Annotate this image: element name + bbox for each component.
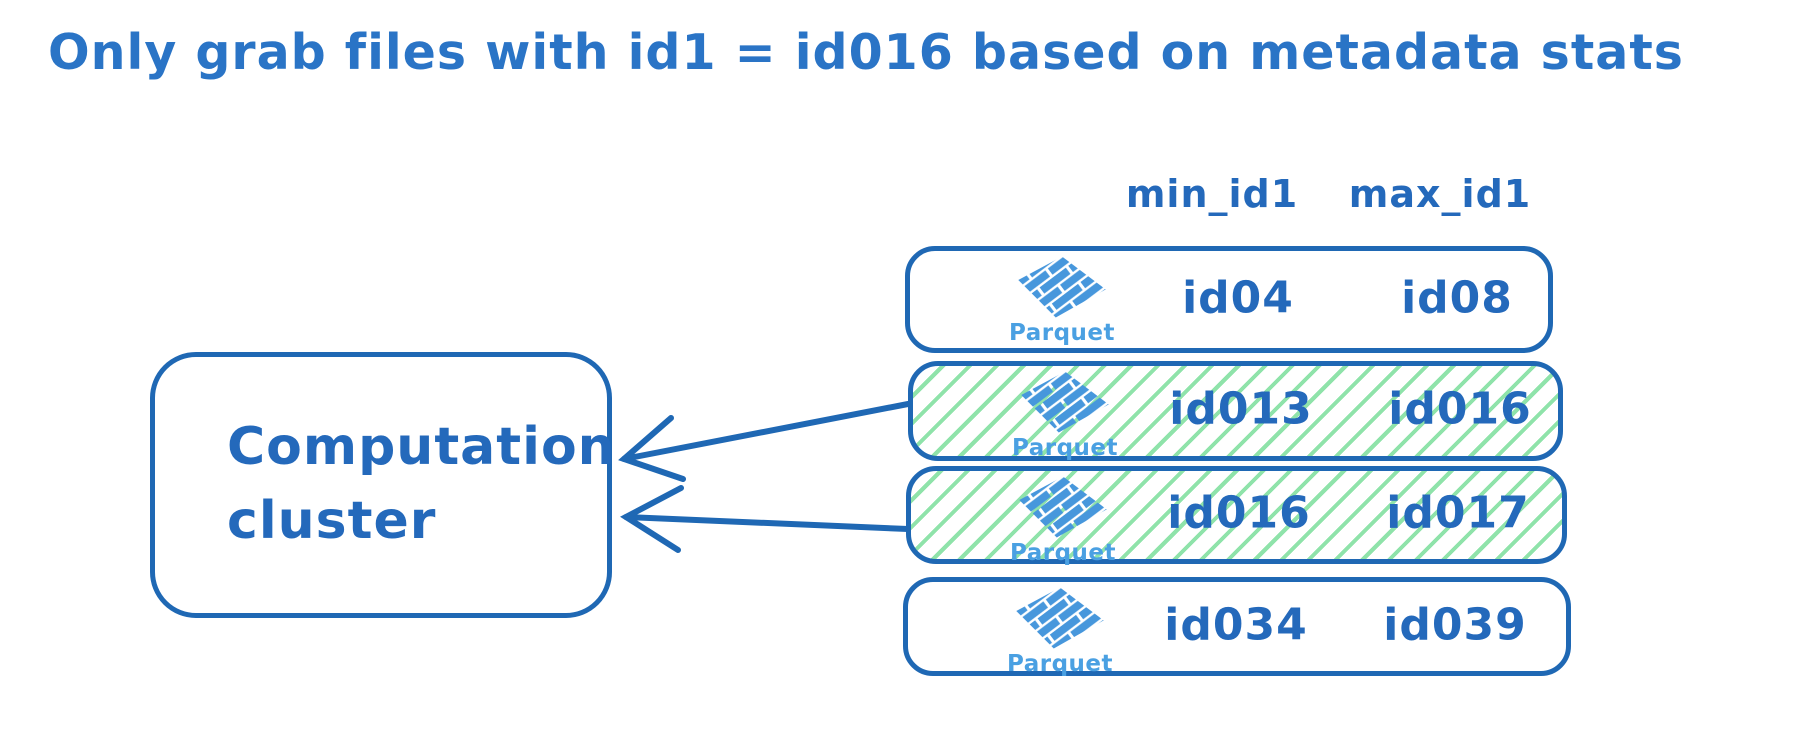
parquet-file-row-4: Parquet id034 id039 [903,577,1571,677]
column-header-max-id1: max_id1 [1348,172,1532,216]
parquet-file-row-1: Parquet id04 id08 [905,246,1553,353]
computation-cluster-label: Computation cluster [155,411,616,559]
arrow-file-2-to-cluster-icon [618,401,911,482]
min-id1-value: id013 [1169,383,1313,435]
min-id1-value: id016 [1167,487,1311,539]
parquet-logo: Parquet [996,255,1128,346]
min-id1-value: id034 [1164,598,1308,650]
parquet-logo: Parquet [999,370,1131,461]
column-header-min-id1: min_id1 [1125,172,1299,216]
min-id1-value: id04 [1182,271,1294,323]
computation-cluster-label-line2: cluster [227,491,437,551]
parquet-logo-label: Parquet [1009,540,1117,566]
parquet-logo-icon [1018,256,1106,318]
arrow-file-3-to-cluster-icon [620,485,911,553]
parquet-logo: Parquet [994,586,1126,677]
parquet-logo: Parquet [997,475,1129,566]
max-id1-value: id039 [1383,598,1527,650]
parquet-file-row-2-highlighted: Parquet id013 id016 [908,361,1563,461]
computation-cluster-box: Computation cluster [150,352,615,618]
max-id1-value: id016 [1388,383,1532,435]
max-id1-value: id017 [1386,487,1530,539]
parquet-logo-label: Parquet [1011,435,1119,461]
computation-cluster-label-line1: Computation [227,417,616,478]
parquet-logo-label: Parquet [1006,651,1114,677]
parquet-logo-icon [1016,587,1104,649]
parquet-logo-icon [1021,371,1109,433]
parquet-logo-label: Parquet [1008,320,1116,346]
max-id1-value: id08 [1401,271,1513,323]
diagram-title: Only grab files with id1 = id016 based o… [48,24,1684,81]
parquet-logo-icon [1019,476,1107,538]
parquet-file-row-3-highlighted: Parquet id016 id017 [906,466,1567,566]
